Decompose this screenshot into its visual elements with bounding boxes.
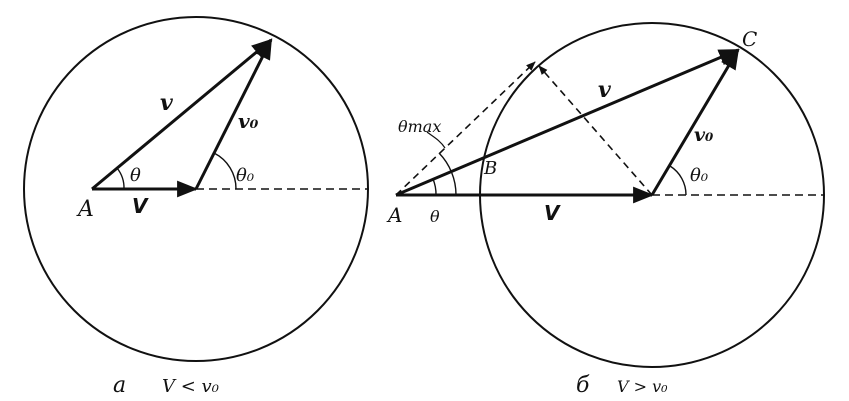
label-theta0-a: θ₀	[236, 165, 254, 186]
theta-max-leader	[426, 131, 446, 149]
caption-condition-b: V > v₀	[617, 377, 668, 396]
label-B-b: B	[483, 158, 497, 179]
label-A-a: A	[76, 197, 94, 222]
arc-theta0-b	[669, 165, 687, 196]
panel-a: A V v v₀ θ θ₀ а V < v₀	[23, 16, 369, 398]
label-v-b: v	[598, 77, 611, 103]
caption-letter-b: б	[576, 373, 590, 398]
arc-theta-max-b	[438, 152, 457, 196]
label-theta0-b: θ₀	[690, 165, 708, 186]
label-theta-a: θ	[130, 165, 141, 186]
vector-v0-a	[194, 38, 273, 190]
label-v0-b: v₀	[694, 124, 714, 146]
panel-b: A B C V v v₀ θ θ₀ θmax б V > v₀	[386, 22, 825, 398]
vector-v0-b	[650, 48, 740, 196]
label-V-b: V	[544, 201, 561, 225]
arc-theta0-a	[213, 152, 237, 190]
label-A-b: A	[386, 203, 402, 227]
caption-condition-a: V < v₀	[162, 376, 219, 397]
arc-theta-b	[432, 178, 437, 196]
tangent-dashed-vector	[395, 61, 536, 196]
label-v0-a: v₀	[238, 109, 259, 133]
radius-dashed-vector	[538, 65, 653, 196]
vector-v-b	[395, 48, 740, 197]
label-theta-max-b: θmax	[398, 117, 441, 136]
label-v-a: v	[160, 90, 173, 116]
caption-letter-a: а	[113, 373, 126, 398]
arc-theta-a	[116, 167, 125, 190]
label-C-b: C	[742, 27, 757, 51]
label-V-a: V	[132, 194, 149, 218]
label-theta-b: θ	[430, 207, 440, 226]
vector-v-a	[91, 38, 273, 191]
